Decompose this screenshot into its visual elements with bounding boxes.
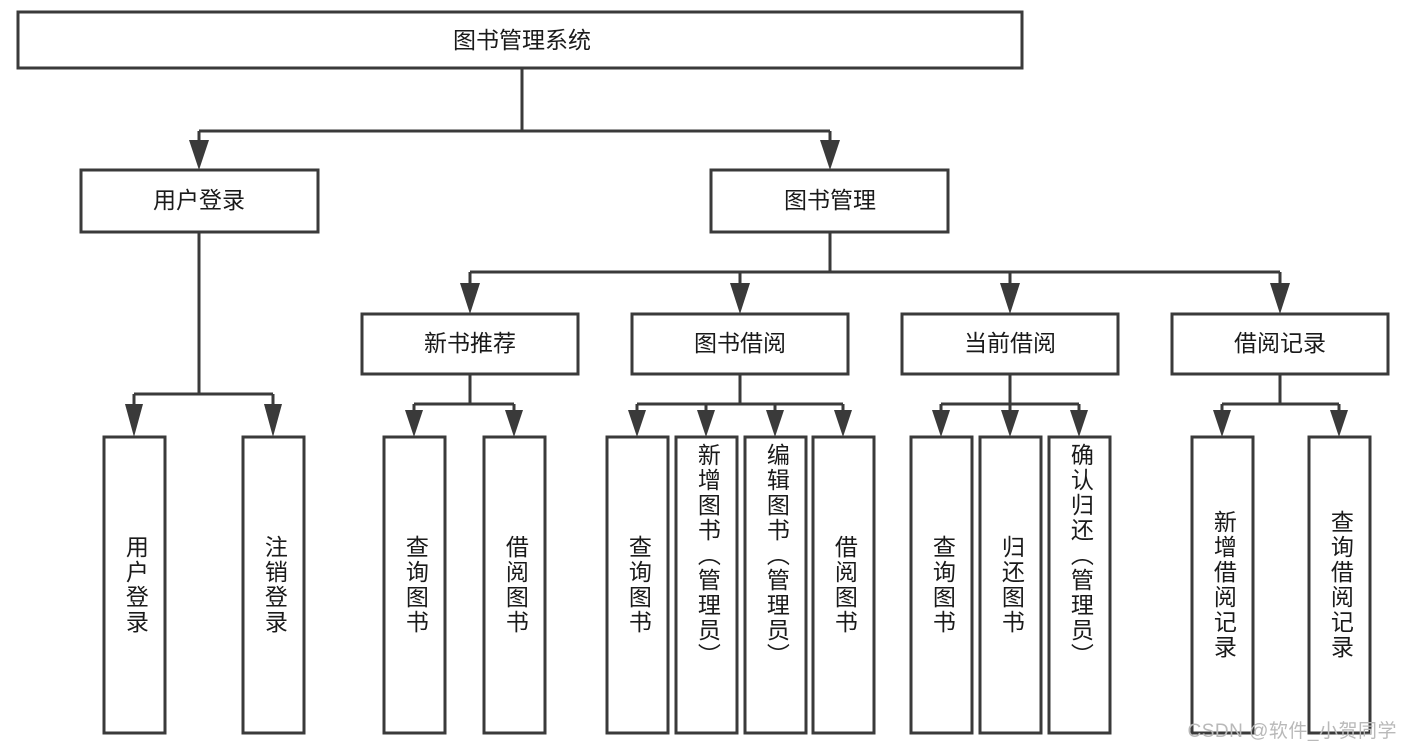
leaf-box-borrow-query-book[interactable] <box>605 435 670 735</box>
arrow-head-current-leaf-2 <box>1001 410 1019 437</box>
node-new-book-recommend[interactable] <box>360 312 580 376</box>
arrow-head-current-leaf-1 <box>932 410 950 437</box>
node-user-login-label: 用户登录 <box>153 187 245 213</box>
arrow-head-user-login <box>189 140 209 170</box>
node-current-borrow-label: 当前借阅 <box>964 330 1056 356</box>
arrow-head-borrow-leaf-4 <box>834 410 852 437</box>
arrow-head-borrow-leaf-1 <box>628 410 646 437</box>
leaf-box-borrow-add-book[interactable] <box>674 435 739 735</box>
arrow-head-current-leaf-3 <box>1070 410 1088 437</box>
leaf-box-current-return-book[interactable] <box>978 435 1043 735</box>
node-borrow-record[interactable] <box>1170 312 1390 376</box>
node-user-login[interactable] <box>79 168 320 234</box>
csdn-watermark: CSDN @软件_小贺同学 <box>1187 721 1397 742</box>
node-borrow-record-label: 借阅记录 <box>1234 330 1326 356</box>
node-layer: 图书管理系统 用户登录 图书管理 新书推荐 图书借阅 当前借阅 借阅记录 <box>16 10 1390 735</box>
node-book-manage-label: 图书管理 <box>784 187 876 213</box>
arrow-head-borrow-leaf-3 <box>766 410 784 437</box>
leaf-box-recommend-query-book[interactable] <box>382 435 447 735</box>
node-current-borrow[interactable] <box>900 312 1120 376</box>
arrow-head-new-book-recommend <box>460 283 480 314</box>
leaf-box-recommend-borrow-book[interactable] <box>482 435 547 735</box>
arrow-head-leaf-user-login <box>125 404 143 437</box>
arrow-head-recommend-leaf-1 <box>405 410 423 437</box>
arrow-head-leaf-logout <box>264 404 282 437</box>
arrow-head-record-leaf-2 <box>1330 410 1348 437</box>
arrow-head-borrow-leaf-2 <box>697 410 715 437</box>
arrow-head-record-leaf-1 <box>1213 410 1231 437</box>
node-root[interactable] <box>16 10 1024 70</box>
node-new-book-recommend-label: 新书推荐 <box>424 330 516 356</box>
leaf-box-borrow-borrow-book[interactable] <box>811 435 876 735</box>
leaf-box-borrow-edit-book[interactable] <box>743 435 808 735</box>
arrow-head-book-borrow <box>730 283 750 314</box>
arrow-head-book-manage <box>820 140 840 170</box>
connector-layer <box>125 68 1348 437</box>
leaf-box-user-login[interactable] <box>102 435 167 735</box>
leaf-box-logout[interactable] <box>241 435 306 735</box>
arrow-head-borrow-record <box>1270 283 1290 314</box>
leaf-box-record-query[interactable] <box>1307 435 1372 735</box>
node-book-borrow[interactable] <box>630 312 850 376</box>
node-book-borrow-label: 图书借阅 <box>694 330 786 356</box>
arrow-head-recommend-leaf-2 <box>505 410 523 437</box>
leaf-box-record-add[interactable] <box>1190 435 1255 735</box>
leaf-box-current-query-book[interactable] <box>909 435 974 735</box>
node-book-manage[interactable] <box>709 168 950 234</box>
node-root-label: 图书管理系统 <box>453 27 591 53</box>
arrow-head-current-borrow <box>1000 283 1020 314</box>
leaf-box-current-confirm-return[interactable] <box>1047 435 1112 735</box>
